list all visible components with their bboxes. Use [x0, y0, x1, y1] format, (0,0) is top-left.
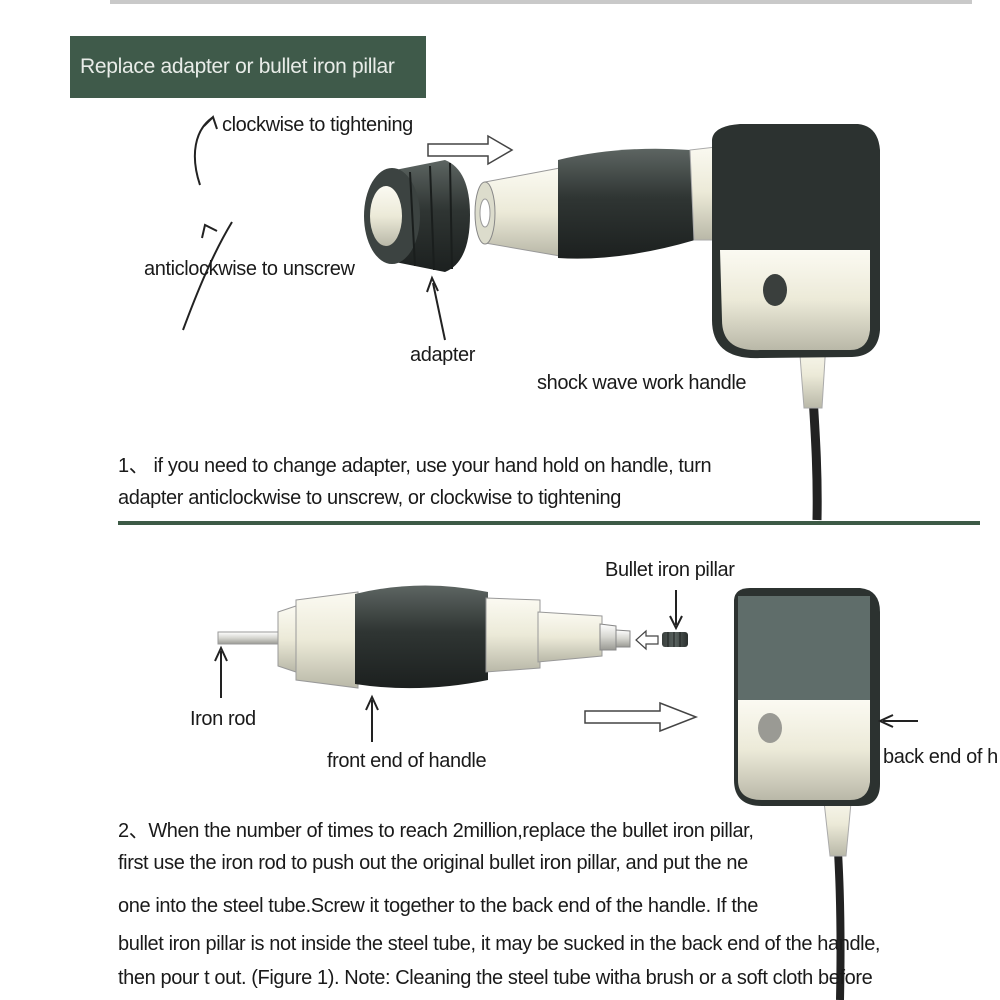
clockwise-label: clockwise to tightening [222, 114, 413, 136]
step2-line1: 2、When the number of times to reach 2mil… [118, 820, 754, 842]
adapter-label: adapter [410, 344, 476, 366]
front-end-label: front end of handle [327, 750, 487, 772]
anticlockwise-label: anticlockwise to unscrew [144, 258, 355, 280]
adapter-cap [364, 160, 470, 272]
adapter-pointer-arrow-icon [432, 282, 446, 341]
iron-rod-label: Iron rod [190, 708, 256, 730]
step2-line2: first use the iron rod to push out the o… [118, 852, 748, 874]
front-end-handle-drawing [277, 585, 631, 689]
rotate-clockwise-arrow-icon [193, 115, 218, 186]
rotate-anticlockwise-arrow-icon [182, 221, 233, 331]
section-divider [118, 521, 980, 525]
top-rule [110, 0, 972, 4]
step1-line2: adapter anticlockwise to unscrew, or clo… [118, 487, 621, 509]
step2-line4: bullet iron pillar is not inside the ste… [118, 933, 881, 955]
shock-wave-handle-drawing [474, 124, 880, 521]
step1-line1: 1、 if you need to change adapter, use yo… [118, 455, 712, 477]
step2-line5: then pour t out. (Figure 1). Note: Clean… [118, 967, 873, 989]
bullet-iron-pillar-drawing [662, 632, 688, 647]
iron-rod-drawing [217, 631, 281, 645]
back-end-label: back end of h [883, 746, 998, 768]
handle-label: shock wave work handle [537, 372, 747, 394]
step2-line3: one into the steel tube.Screw it togethe… [118, 895, 758, 917]
back-end-handle-drawing [734, 588, 880, 1000]
direction-arrow-icon [427, 134, 514, 166]
section-banner: Replace adapter or bullet iron pillar [70, 36, 426, 98]
bullet-label: Bullet iron pillar [605, 559, 735, 581]
insert-arrow-icon [635, 629, 659, 651]
assemble-arrow-icon [584, 701, 699, 733]
